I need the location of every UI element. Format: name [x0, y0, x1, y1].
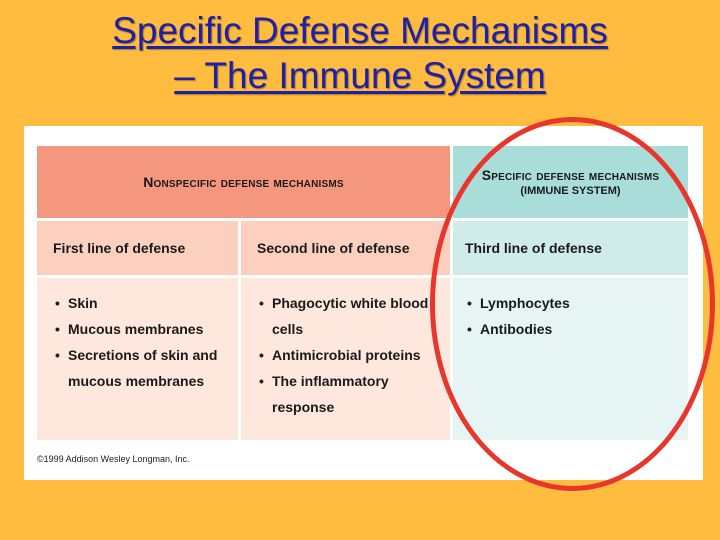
- nonspecific-header: Nonspecific defense mechanisms: [37, 146, 453, 221]
- specific-header-sublabel: (IMMUNE SYSTEM): [520, 185, 621, 197]
- list-item: •Mucous membranes: [55, 321, 204, 337]
- list-item: •Skin: [55, 295, 98, 311]
- list-item: •Phagocytic white blood cells: [259, 295, 429, 337]
- specific-header-label: Specific defense mechanisms: [481, 167, 660, 183]
- second-line-heading: Second line of defense: [241, 221, 453, 278]
- defense-mechanisms-table: Nonspecific defense mechanisms Specific …: [37, 146, 688, 440]
- list-item: •Secretions of skin and mucous membranes: [55, 347, 218, 389]
- list-item: •Antibodies: [467, 321, 553, 337]
- third-line-items: •Lymphocytes •Antibodies: [453, 278, 688, 440]
- defense-table-figure: Nonspecific defense mechanisms Specific …: [24, 126, 703, 480]
- list-item: •Antimicrobial proteins: [259, 347, 421, 363]
- list-item: •The inflammatory response: [259, 373, 389, 415]
- second-line-items: •Phagocytic white blood cells •Antimicro…: [241, 278, 453, 440]
- nonspecific-header-label: Nonspecific defense mechanisms: [143, 174, 344, 190]
- slide-title: Specific Defense Mechanisms – The Immune…: [0, 8, 720, 98]
- third-line-heading: Third line of defense: [453, 221, 688, 278]
- first-line-items: •Skin •Mucous membranes •Secretions of s…: [37, 278, 241, 440]
- slide-title-line-1: Specific Defense Mechanisms: [112, 10, 608, 51]
- copyright-credit: ©1999 Addison Wesley Longman, Inc.: [37, 454, 190, 464]
- first-line-heading: First line of defense: [37, 221, 241, 278]
- list-item: •Lymphocytes: [467, 295, 570, 311]
- specific-header: Specific defense mechanisms (IMMUNE SYST…: [453, 146, 688, 221]
- slide-title-line-2: – The Immune System: [174, 55, 546, 96]
